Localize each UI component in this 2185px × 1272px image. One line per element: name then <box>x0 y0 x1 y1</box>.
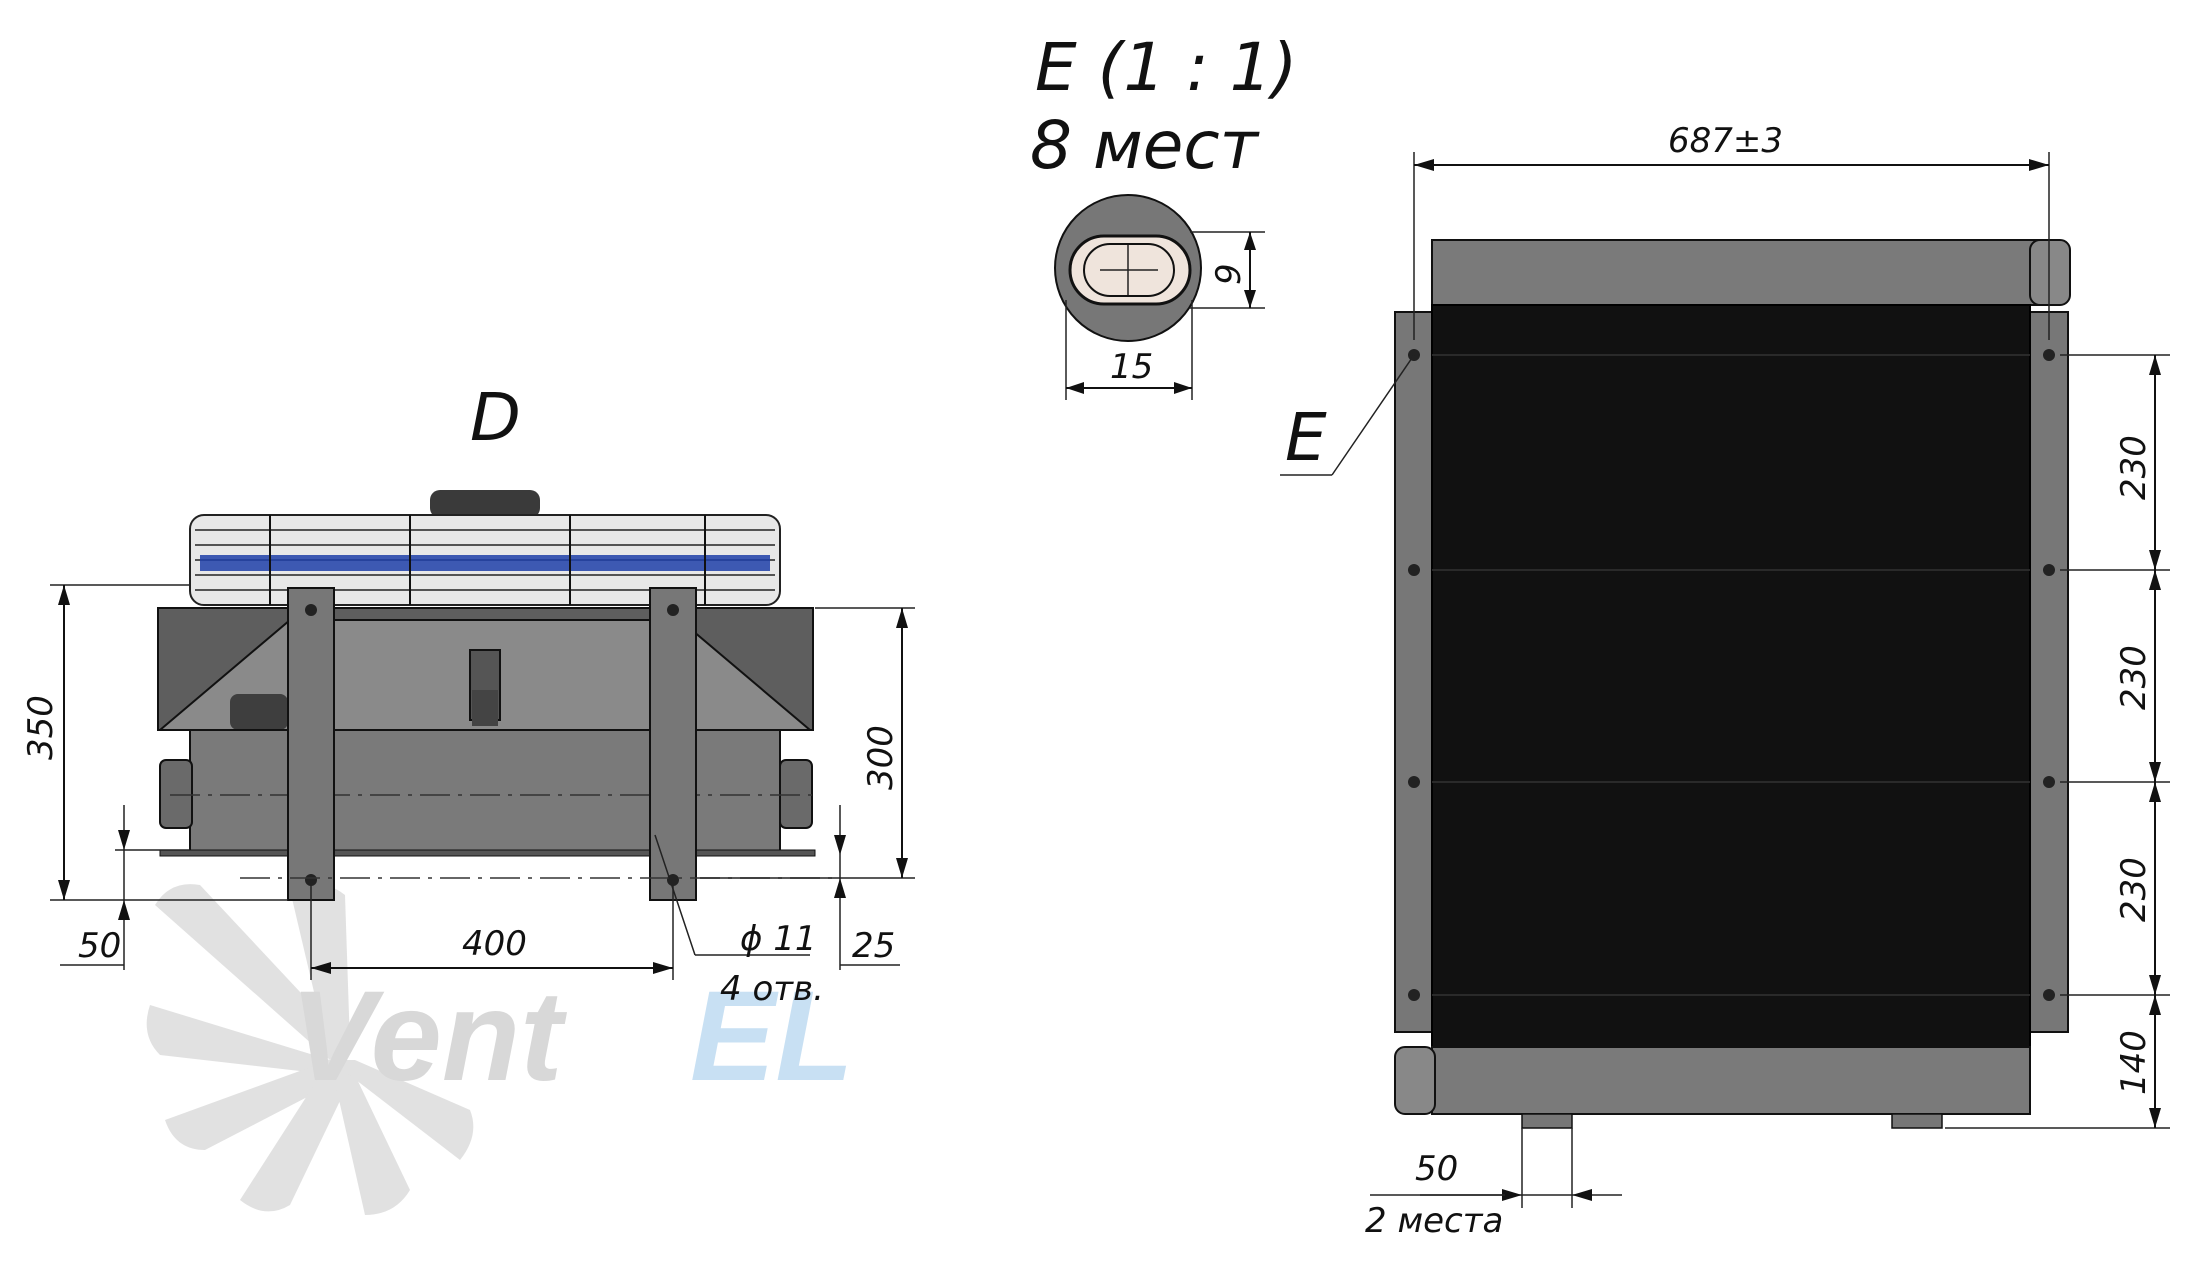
watermark-text: Vent <box>290 965 567 1108</box>
foot-note: 2 места <box>1365 1201 1503 1241</box>
lower-tank <box>159 729 820 857</box>
fan-blade-strip <box>200 555 770 571</box>
side-frame-right <box>2029 311 2069 1033</box>
front-view: 687±3 E 230 230 230 140 <box>1280 121 2170 1241</box>
dim-25: 25 <box>852 926 895 966</box>
outlet-port-right <box>779 759 813 829</box>
dim-15: 15 <box>1110 347 1153 387</box>
dim-300: 300 <box>861 725 901 790</box>
hole-diameter-note: ϕ 11 <box>740 919 817 959</box>
foot-left <box>1521 1113 1573 1129</box>
dim-foot-50: 50 <box>1415 1149 1458 1189</box>
hole-count-note: 4 отв. <box>720 969 824 1009</box>
mounting-holes <box>1408 349 2055 1001</box>
dim-50-base: 50 <box>78 926 121 966</box>
detail-e: E (1 : 1) 8 мест 9 15 <box>1030 29 1297 400</box>
top-port <box>2029 239 2071 306</box>
detail-e-title: E (1 : 1) <box>1035 29 1297 106</box>
radiator-core <box>1431 304 2031 1048</box>
dim-400: 400 <box>462 924 527 964</box>
view-d: D <box>21 379 915 1009</box>
dim-687: 687±3 <box>1668 121 1783 161</box>
dim-9: 9 <box>1209 263 1249 285</box>
callout-e: E <box>1285 399 1327 476</box>
view-d-dimensions: 350 300 50 400 <box>21 584 915 1009</box>
detail-e-count: 8 мест <box>1030 107 1261 184</box>
fan-guard <box>189 490 781 606</box>
watermark-fan-icon <box>146 883 474 1215</box>
inlet-port-left <box>159 759 193 829</box>
mount-bracket-left <box>287 587 335 901</box>
side-port <box>230 694 288 730</box>
foot-right <box>1891 1113 1943 1129</box>
watermark: Vent EL <box>146 883 854 1215</box>
dim-pitch-3: 230 <box>2114 857 2154 922</box>
top-manifold <box>1431 239 2058 306</box>
bottom-port <box>1394 1046 1436 1115</box>
bottom-manifold <box>1431 1046 2031 1115</box>
dim-pitch-1: 230 <box>2114 435 2154 500</box>
dim-140: 140 <box>2114 1030 2154 1095</box>
mount-bracket-right <box>649 587 697 901</box>
dim-pitch-2: 230 <box>2114 645 2154 710</box>
upper-housing <box>157 607 814 731</box>
pitch-dimensions: 230 230 230 140 <box>1945 354 2170 1129</box>
view-d-label: D <box>470 379 521 456</box>
watermark-accent-text: EL <box>690 965 854 1108</box>
dim-350: 350 <box>21 695 61 760</box>
side-frame-left <box>1394 311 1434 1033</box>
